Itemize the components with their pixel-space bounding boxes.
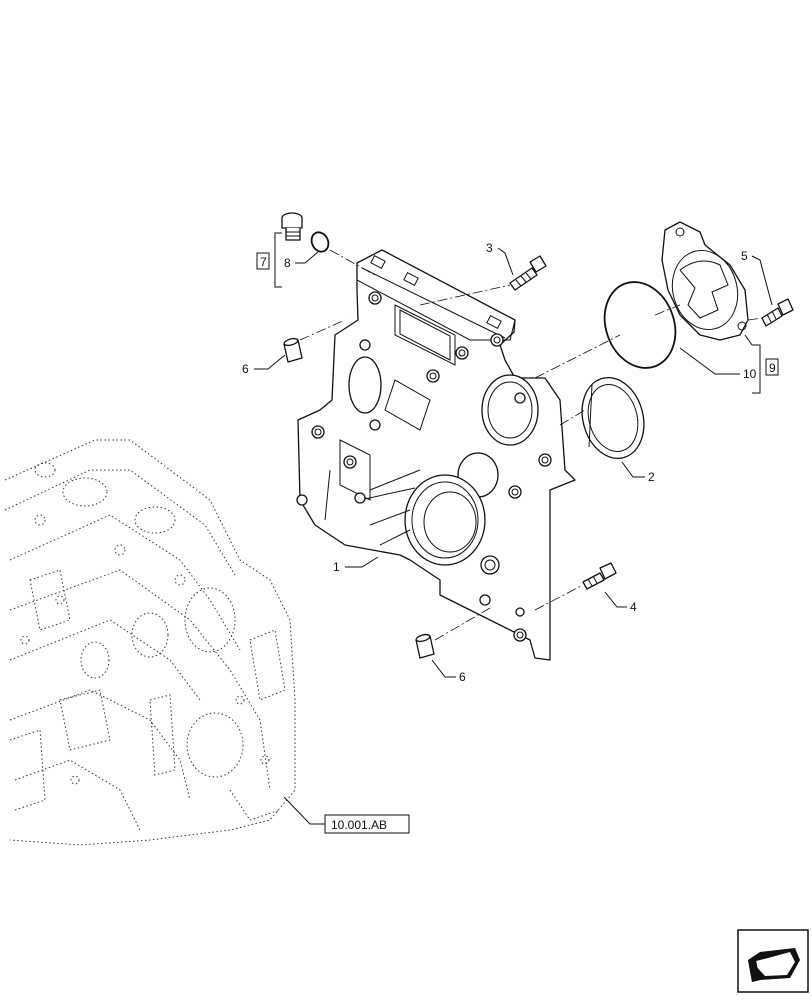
callout-6-lower: 6	[459, 670, 466, 684]
seal-ring	[581, 376, 645, 460]
dowel-pin-upper	[283, 337, 303, 363]
callout-1: 1	[333, 560, 340, 574]
assembly-centerlines	[299, 249, 763, 641]
callout-8: 8	[284, 256, 291, 270]
callout-2: 2	[648, 470, 655, 484]
callout-10: 10	[743, 367, 757, 381]
bolt-5	[761, 298, 794, 327]
timing-cover-housing	[296, 249, 576, 661]
leader-lines	[254, 232, 773, 825]
next-page-arrow-icon[interactable]	[737, 929, 809, 993]
callout-9: 9	[769, 361, 776, 375]
callout-7: 7	[260, 255, 267, 269]
plug-screw	[281, 212, 303, 241]
callout-4: 4	[630, 600, 637, 614]
callout-5: 5	[741, 249, 748, 263]
callout-3: 3	[486, 241, 493, 255]
reference-box	[324, 814, 410, 834]
callout-9-box	[765, 358, 779, 376]
engine-block-ghost	[4, 439, 296, 846]
bolt-4	[582, 562, 617, 590]
sealing-washer	[310, 231, 330, 253]
callout-6-upper: 6	[242, 362, 249, 376]
oil-pump-cover	[661, 221, 749, 341]
reference-label: 10.001.AB	[331, 818, 387, 832]
o-ring	[603, 281, 677, 369]
callout-7-box	[256, 252, 270, 270]
bolt-3	[509, 255, 547, 291]
dowel-pin-lower	[415, 633, 435, 659]
